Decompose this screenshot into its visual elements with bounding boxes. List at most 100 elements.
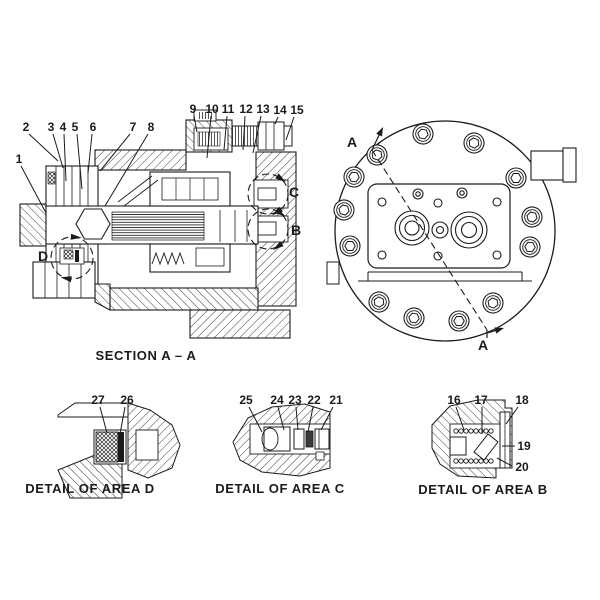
area-arrow-icon [275, 173, 286, 183]
plate-hole [433, 198, 443, 208]
housing-hatch-lower [57, 454, 123, 499]
callout-9: 9 [190, 102, 197, 116]
plate-hole [377, 197, 387, 207]
mounting-face-lines [358, 271, 532, 282]
hex-bolt [463, 132, 485, 154]
detail-area-markers: CBD [38, 173, 301, 283]
leader-line-21 [320, 406, 334, 431]
swashplate-lines [117, 175, 159, 207]
hex-bolt [343, 166, 365, 188]
callout-25: 25 [239, 393, 253, 407]
hex-bolt [519, 236, 541, 258]
spacer-ring [293, 428, 305, 450]
valve-part-c [257, 187, 277, 201]
valve-part-b [257, 221, 277, 236]
plug [314, 428, 330, 450]
leader-line-7 [99, 133, 131, 172]
hex-bolt [505, 167, 527, 189]
plate-screw [412, 188, 424, 200]
leader-line-12 [242, 115, 246, 151]
plate-screw [456, 187, 468, 199]
top-bolt [231, 121, 293, 151]
check-poppet [473, 433, 499, 461]
callout-4: 4 [60, 120, 67, 134]
callout-22: 22 [307, 393, 321, 407]
cylinder-block-lower [149, 243, 231, 273]
section-arrow-top-icon [376, 127, 383, 137]
leader-line-2 [28, 133, 59, 162]
top-plug-ribs [197, 112, 213, 119]
callout-3: 3 [48, 120, 55, 134]
plate-hole [492, 197, 502, 207]
shaft-hex-nut [75, 208, 111, 240]
valve-seat [449, 436, 467, 456]
spring-coils-top [453, 428, 494, 434]
area-circle-B [247, 208, 289, 250]
leader-line-20 [496, 457, 513, 467]
hex-bolt [403, 307, 425, 329]
callout-2: 2 [23, 120, 30, 134]
callout-19: 19 [517, 439, 531, 453]
area-letter-C: C [289, 184, 299, 200]
top-cover [94, 149, 187, 171]
hex-bolt [339, 235, 361, 257]
callout-8: 8 [148, 120, 155, 134]
callout-5: 5 [72, 120, 79, 134]
plate-hole [433, 251, 443, 261]
leader-line-23 [295, 406, 299, 431]
seal-ring-top [47, 171, 56, 185]
area-arrow-icon [70, 233, 82, 240]
leader-line-3 [52, 133, 64, 169]
callout-14: 14 [273, 103, 287, 117]
left-tab [326, 261, 340, 285]
coil-spring [151, 251, 185, 266]
callout-21: 21 [329, 393, 343, 407]
left-lower-wall [94, 283, 111, 311]
leader-line-15 [285, 116, 295, 141]
callout-17: 17 [474, 393, 488, 407]
hex-bolt [412, 123, 434, 145]
area-letter-D: D [38, 248, 48, 264]
callout-11: 11 [222, 102, 235, 116]
leader-line-11 [223, 115, 228, 151]
splined-shaft-stub [19, 203, 47, 247]
shaft-splines [111, 211, 205, 241]
end-view: A A [326, 120, 577, 353]
area-arrow-icon [272, 241, 284, 250]
leader-line-10 [206, 115, 212, 159]
hex-bolt [521, 206, 543, 228]
bottom-housing [109, 287, 259, 311]
hex-bolt [482, 292, 504, 314]
plate-hole [377, 250, 387, 260]
callout-20: 20 [515, 460, 529, 474]
side-port-fitting [530, 147, 577, 183]
plate-hole [492, 250, 502, 260]
piston [263, 426, 291, 452]
leader-line-16 [455, 406, 465, 431]
seal [305, 430, 314, 448]
leader-line-13 [252, 115, 262, 154]
leader-line-25 [248, 406, 263, 433]
area-arrow-icon [60, 276, 72, 283]
valve-plate [367, 183, 511, 269]
leader-line-5 [76, 133, 83, 190]
callout-15: 15 [290, 103, 304, 117]
leader-line-1 [20, 165, 47, 214]
leader-line-18 [505, 406, 519, 425]
detail-c-caption: DETAIL OF AREA C [215, 481, 345, 496]
leader-line-9 [193, 115, 198, 133]
section-arrow-bottom-icon [494, 327, 504, 334]
backup-ring [118, 432, 124, 462]
hex-bolt [333, 199, 355, 221]
callout-6: 6 [90, 120, 97, 134]
bolt-head [257, 121, 285, 151]
callout-12: 12 [239, 102, 253, 116]
callout-27: 27 [91, 393, 105, 407]
callout-16: 16 [447, 393, 461, 407]
lip-seal [95, 431, 119, 463]
